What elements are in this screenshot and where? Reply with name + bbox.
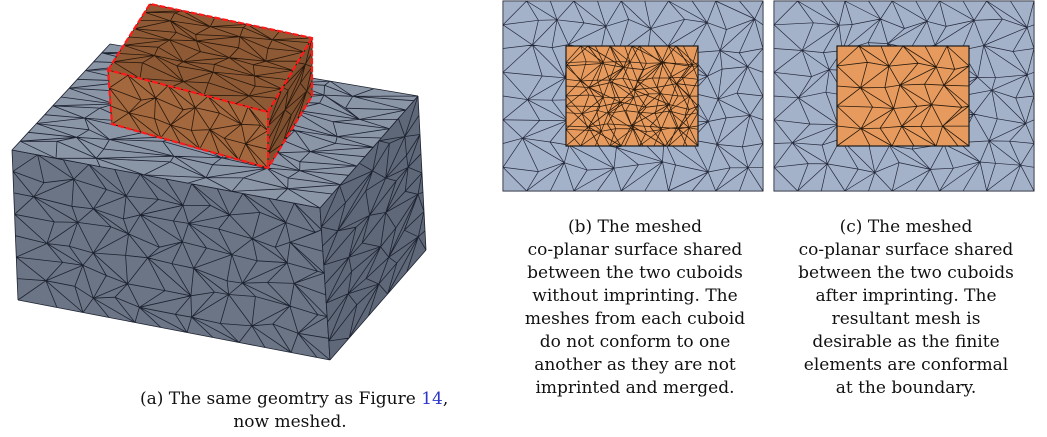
coplanar-surface [502,0,764,192]
meshed-cuboids-render [11,2,427,361]
caption-b-line-8: imprinted and merged. [535,378,735,398]
base-side-face [320,96,426,360]
caption-b-line-1: (b) The meshed [567,217,703,237]
figure-reference-link[interactable]: 14 [421,389,443,409]
mesh-without-imprinting-figure [502,0,764,192]
caption-c-line-3: between the two cuboids [798,263,1014,283]
non-conformal-surface-mesh [502,0,764,192]
caption-c-line-6: desirable as the finite [812,332,1000,352]
caption-c-line-4: after imprinting. The [815,286,997,306]
conformal-surface-mesh [773,0,1035,192]
caption-c: (c) The meshed co-planar surface shared … [776,216,1036,400]
shared-boundary [565,45,699,147]
caption-c-line-7: elements are conformal [803,355,1009,375]
caption-b-line-2: co-planar surface shared [527,240,743,260]
caption-a-line-1: (a) The same geomtry as Figure 14, [140,389,449,409]
coplanar-surface [773,0,1035,192]
meshed-geometry-figure [0,0,440,368]
imprint-outline [106,2,314,170]
caption-c-line-2: co-planar surface shared [798,240,1014,260]
caption-b-line-7: another as they are not [534,355,736,375]
caption-c-line-1: (c) The meshed [839,217,973,237]
caption-b: (b) The meshed co-planar surface shared … [505,216,765,400]
caption-a: (a) The same geomtry as Figure 14, now m… [140,388,449,434]
caption-b-line-6: do not conform to one [539,332,731,352]
caption-a-line-2: now meshed. [233,412,347,432]
caption-c-line-8: at the boundary. [835,378,977,398]
caption-b-line-4: without imprinting. The [532,286,738,306]
top-cuboid [106,2,314,170]
mesh-after-imprinting-figure [773,0,1035,192]
caption-b-line-5: meshes from each cuboid [524,309,746,329]
caption-c-line-5: resultant mesh is [831,309,981,329]
shared-boundary [836,45,970,147]
caption-b-line-3: between the two cuboids [527,263,743,283]
inner-mesh-face [837,46,969,146]
